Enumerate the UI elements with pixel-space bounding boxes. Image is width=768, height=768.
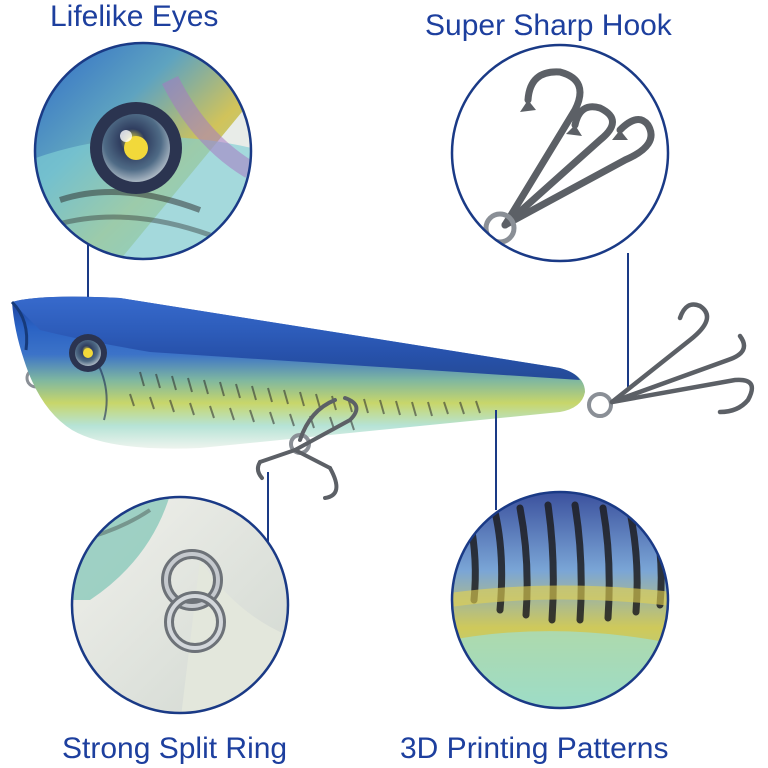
caption-strong-split-ring: Strong Split Ring [62,732,288,765]
callout-lifelike-eyes [33,41,253,345]
caption-3d-printing-patterns: 3D Printing Patterns [400,732,669,765]
tail-treble-hook-icon [609,302,755,415]
lure-eye-icon [69,334,107,372]
caption-lifelike-eyes: Lifelike Eyes [50,0,219,33]
zoomed-treble-hook-icon [501,68,655,229]
caption-super-sharp-hook: Super Sharp Hook [425,9,672,42]
zoomed-split-ring-icon [161,549,226,653]
callout-strong-split-ring [70,472,290,715]
callout-3d-printing-patterns [450,410,670,710]
belly-treble-hook-icon [255,396,359,500]
popper-lure [10,296,755,500]
callout-super-sharp-hook [450,43,670,388]
